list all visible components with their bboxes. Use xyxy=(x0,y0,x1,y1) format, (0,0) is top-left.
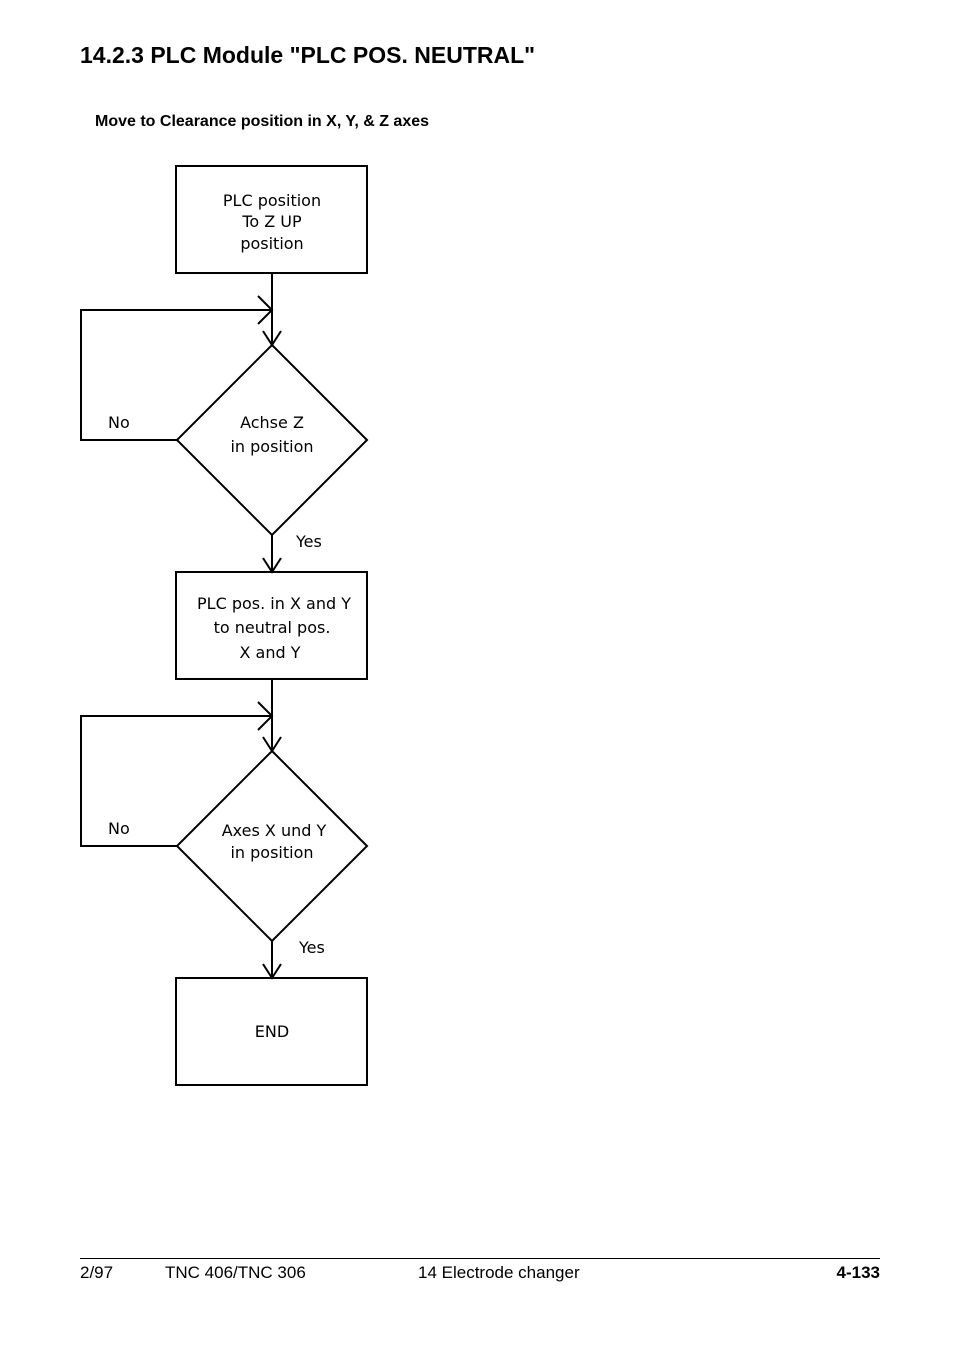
loop-arrowhead xyxy=(257,295,274,325)
section-title: 14.2.3 PLC Module "PLC POS. NEUTRAL" xyxy=(80,42,536,68)
diagram-subtitle: Move to Clearance position in X, Y, & Z … xyxy=(95,113,430,130)
footer-date: 2/97 xyxy=(80,1263,114,1282)
no-loop-line xyxy=(80,715,272,847)
footer-chapter: 14 Electrode changer xyxy=(418,1263,580,1282)
end-label: END xyxy=(255,1022,289,1041)
decision2-yes-label: Yes xyxy=(298,938,325,957)
decision1-line: Achse Z xyxy=(240,413,304,432)
loop-arrowhead xyxy=(257,701,274,731)
decision1-line: in position xyxy=(230,437,313,456)
box2-line: PLC pos. in X and Y xyxy=(197,594,351,613)
box1-line: position xyxy=(240,234,303,253)
decision1-no-label: No xyxy=(108,413,130,432)
decision2-line: Axes X und Y xyxy=(222,821,327,840)
box2-line: X and Y xyxy=(239,643,300,662)
decision2-no-label: No xyxy=(108,819,130,838)
page-number: 4-133 xyxy=(836,1263,880,1282)
end-box xyxy=(175,977,368,1086)
decision1-yes-label: Yes xyxy=(295,532,322,551)
box1-line: PLC position xyxy=(223,191,321,210)
box1-line: To Z UP xyxy=(241,212,302,231)
no-loop-line xyxy=(80,309,272,441)
box2-line: to neutral pos. xyxy=(214,618,331,637)
footer-model: TNC 406/TNC 306 xyxy=(165,1263,306,1282)
footer-rule xyxy=(80,1258,880,1259)
decision2-line: in position xyxy=(230,843,313,862)
